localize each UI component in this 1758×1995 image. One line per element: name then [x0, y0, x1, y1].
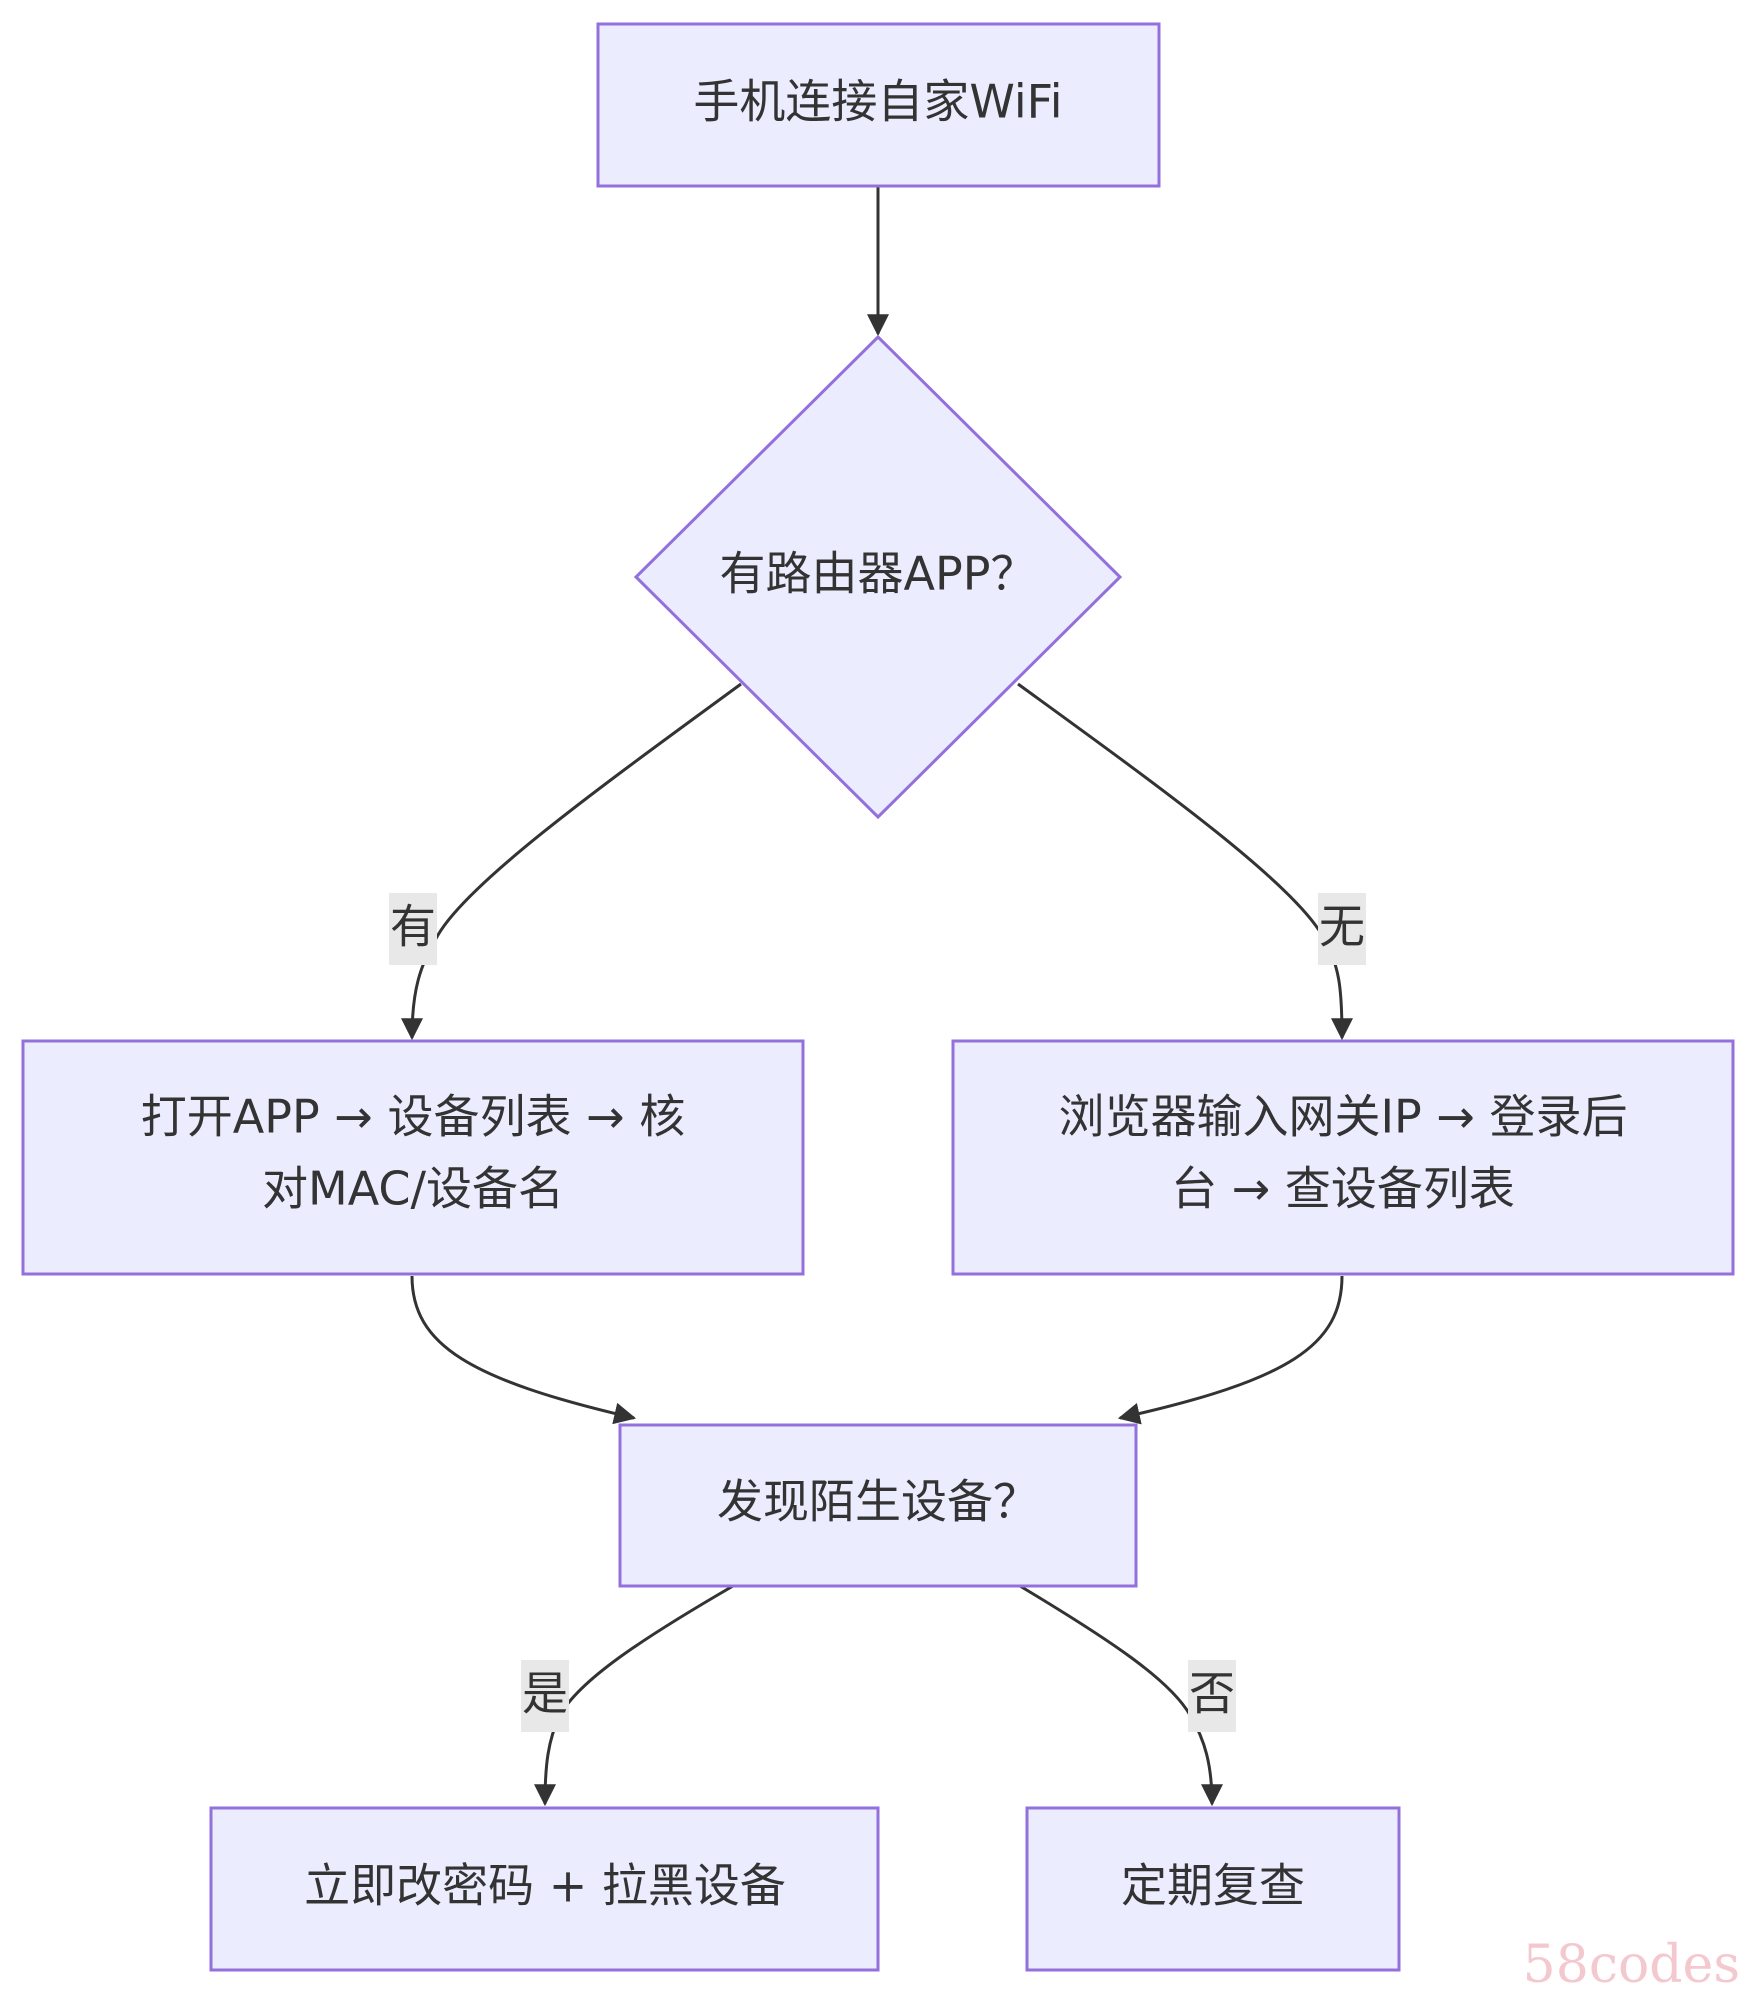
node-decision-stranger-box — [618, 1423, 1138, 1588]
node-action-no-box — [1025, 1806, 1401, 1972]
node-browser-path-box — [951, 1039, 1735, 1276]
edge-label-fou-bg — [1188, 1660, 1236, 1732]
node-start-label: 手机连接自家WiFi — [693, 75, 1062, 129]
edge-label-wu-bg — [1318, 893, 1366, 965]
node-action-no-label: 定期复查 — [1121, 1859, 1305, 1913]
node-browser-path: 浏览器输入网关IP → 登录后 台 → 查设备列表 — [951, 1039, 1735, 1276]
node-action-yes-box — [209, 1806, 880, 1972]
node-action-yes-label: 立即改密码 + 拉黑设备 — [304, 1859, 786, 1913]
node-app-path: 打开APP → 设备列表 → 核 对MAC/设备名 — [21, 1039, 805, 1276]
node-decision-stranger-label: 发现陌生设备？ — [717, 1475, 1039, 1529]
edge-label-you: 有 — [389, 893, 437, 965]
edge-label-shi-bg — [521, 1660, 569, 1732]
edge-decision-app-to-app-path — [401, 682, 742, 1041]
node-start: 手机连接自家WiFi — [596, 22, 1161, 188]
edge-label-fou-text: 否 — [1189, 1667, 1235, 1721]
edge-browser-path-to-decision-stranger — [1117, 1275, 1344, 1425]
node-action-no: 定期复查 — [1025, 1806, 1401, 1972]
watermark: 58codes — [1523, 1935, 1740, 1995]
node-app-path-line-1: 打开APP → 设备列表 → 核 — [141, 1090, 686, 1144]
edge-decision-stranger-to-action-yes — [534, 1584, 734, 1807]
node-app-path-box — [21, 1039, 805, 1276]
edge-label-you-bg — [389, 893, 437, 965]
node-browser-path-line-1: 浏览器输入网关IP → 登录后 — [1058, 1090, 1627, 1144]
edge-label-you-text: 有 — [390, 900, 436, 954]
edge-label-wu: 无 — [1318, 893, 1366, 965]
edge-label-wu-text: 无 — [1319, 900, 1365, 954]
node-decision-stranger: 发现陌生设备？ — [618, 1423, 1138, 1588]
edge-labels: 有 无 是 否 — [389, 893, 1366, 1732]
node-decision-app-diamond — [633, 334, 1123, 820]
node-decision-app-label: 有路由器APP？ — [720, 547, 1037, 601]
edge-label-shi: 是 — [521, 1660, 569, 1732]
node-decision-app: 有路由器APP？ — [633, 334, 1123, 820]
edge-label-shi-text: 是 — [522, 1667, 568, 1721]
edge-decision-stranger-to-action-no — [1019, 1584, 1223, 1807]
node-browser-path-line-2: 台 → 查设备列表 — [1171, 1162, 1515, 1216]
node-app-path-line-2: 对MAC/设备名 — [262, 1162, 564, 1216]
edge-app-path-to-decision-stranger — [410, 1275, 637, 1425]
nodes: 手机连接自家WiFi 有路由器APP？ 打开APP → 设备列表 → 核 对MA… — [21, 22, 1735, 1972]
edge-decision-app-to-browser-path — [1017, 682, 1353, 1041]
node-start-box — [596, 22, 1161, 188]
node-action-yes: 立即改密码 + 拉黑设备 — [209, 1806, 880, 1972]
edge-label-fou: 否 — [1188, 1660, 1236, 1732]
